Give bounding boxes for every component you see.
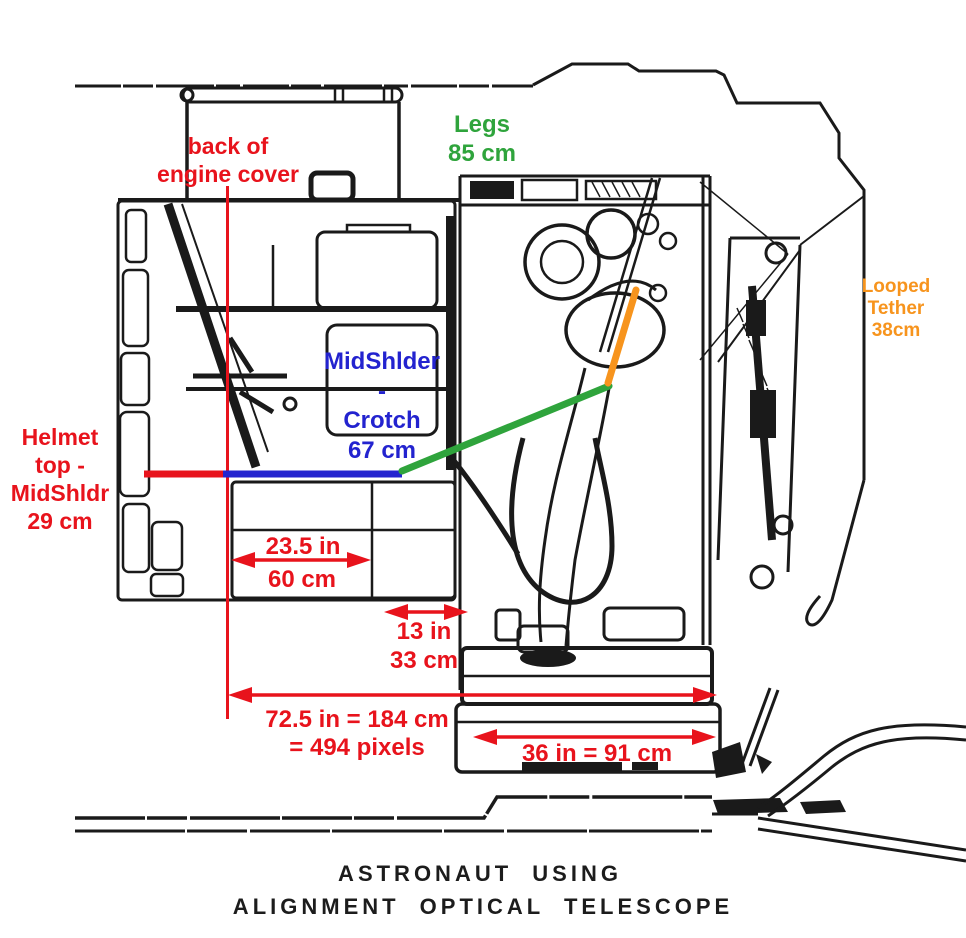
engine-cover-label: back of engine cover xyxy=(157,132,299,188)
right-wall-panel xyxy=(716,195,865,590)
midshoulder-crotch-label-line2: - xyxy=(377,377,386,405)
arrow-platform-width xyxy=(473,729,716,745)
astronaut-bay xyxy=(445,174,789,774)
platform-width-value: 36 in = 91 cm xyxy=(521,740,673,767)
segment-legs xyxy=(398,382,613,475)
helmet-midshoulder-label: Helmet top - MidShldr 29 cm xyxy=(11,423,109,535)
legs-label-line1: Legs xyxy=(453,111,510,138)
overall-width-pixels: = 494 pixels xyxy=(289,734,425,761)
midshoulder-crotch-label-line3: Crotch xyxy=(343,407,421,434)
helmet-midshoulder-label-line4: 29 cm xyxy=(27,508,93,534)
legs-label: Legs 85 cm xyxy=(448,110,516,168)
floor-lines xyxy=(75,795,966,863)
midshoulder-crotch-label: MidShlder - Crotch 67 cm xyxy=(324,347,440,465)
gap-width-inches: 13 in xyxy=(396,618,452,645)
overall-width-value: 72.5 in = 184 cm xyxy=(265,706,449,733)
caption-line1: ASTRONAUT USING xyxy=(338,861,622,886)
engine-cover-label-line1: back of xyxy=(187,133,269,159)
looped-tether-label-line2: Tether xyxy=(867,298,925,319)
midshoulder-crotch-label-line1: MidShlder xyxy=(323,348,441,375)
helmet-midshoulder-label-line2: top - xyxy=(35,452,85,478)
hull-outline xyxy=(75,62,866,627)
astronaut-figure xyxy=(516,208,678,667)
caption-line2: ALIGNMENT OPTICAL TELESCOPE xyxy=(232,894,734,919)
arrow-gap-width xyxy=(384,604,468,620)
arrow-overall-width xyxy=(228,687,717,703)
looped-tether-label-line1: Looped xyxy=(861,276,931,297)
helmet-midshoulder-label-line1: Helmet xyxy=(21,424,99,450)
left-console xyxy=(116,199,457,602)
landing-gear-struts xyxy=(712,687,966,818)
segment-looped-tether xyxy=(604,286,640,387)
engine-cover-label-line2: engine cover xyxy=(157,161,299,187)
looped-tether-label-line3: 38cm xyxy=(871,320,921,341)
looped-tether-label: Looped Tether 38cm xyxy=(862,276,931,342)
arrow-cover-width xyxy=(231,552,371,568)
cover-width-inches: 23.5 in xyxy=(265,533,341,560)
helmet-midshoulder-label-line3: MidShldr xyxy=(10,480,110,506)
midshoulder-crotch-label-line4: 67 cm xyxy=(347,436,417,464)
cover-width-cm: 60 cm xyxy=(267,566,337,593)
gap-width-cm: 33 cm xyxy=(389,647,459,674)
legs-label-line2: 85 cm xyxy=(447,140,517,167)
